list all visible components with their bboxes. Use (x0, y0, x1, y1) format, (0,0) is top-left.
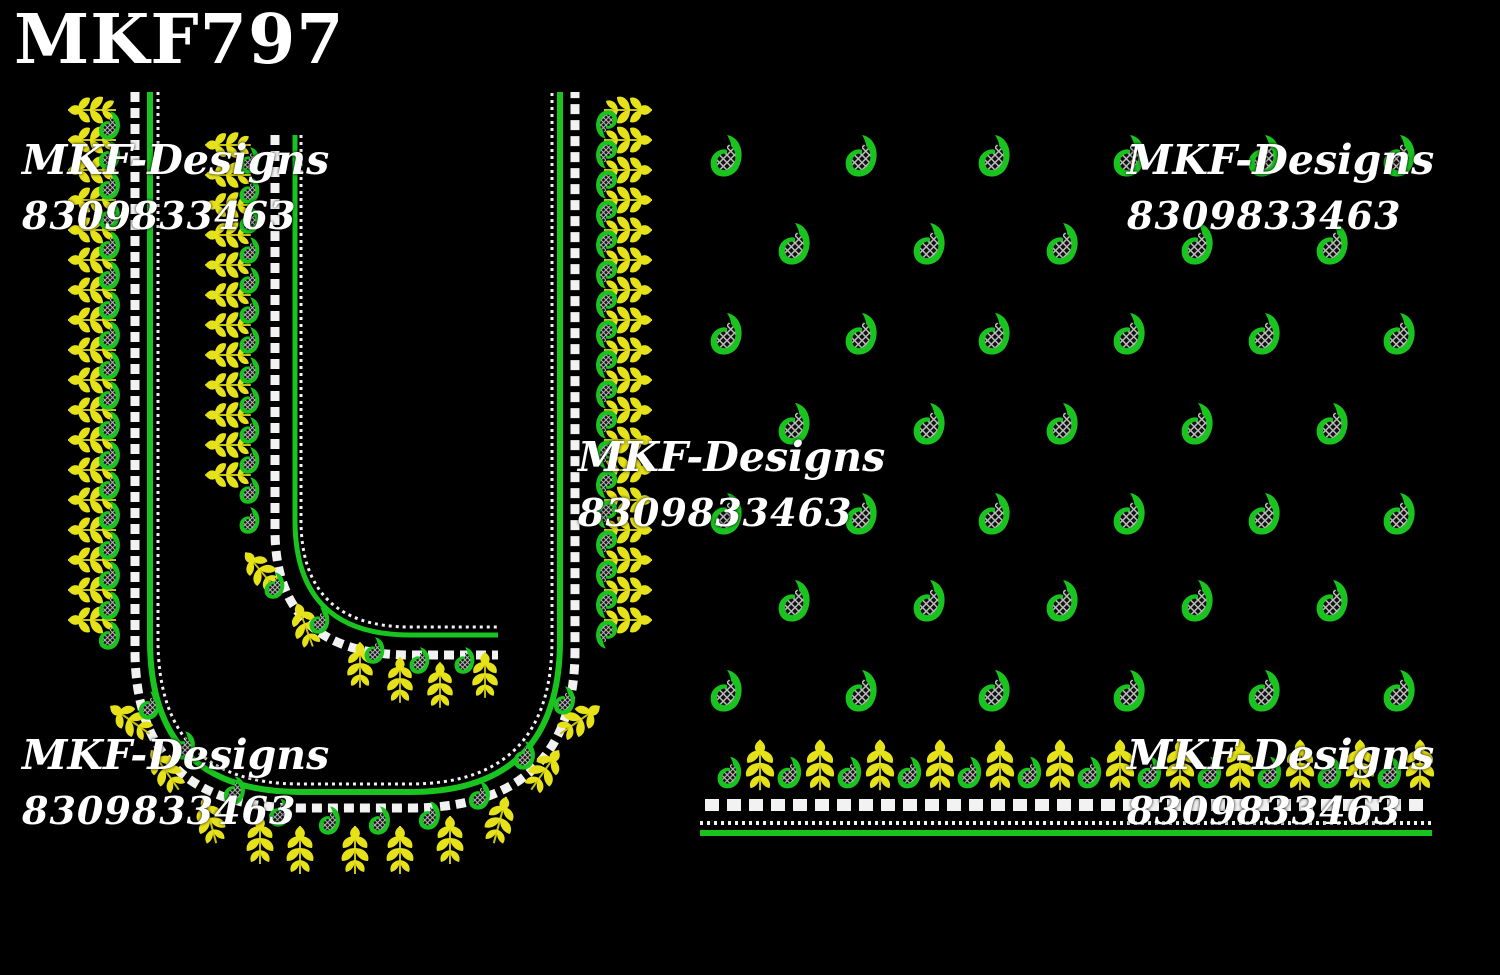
paisley-icon (1046, 580, 1078, 622)
paisley-icon (710, 313, 742, 355)
paisley-icon (1181, 580, 1213, 622)
paisley-icon (1046, 223, 1078, 265)
paisley-icon (596, 620, 618, 649)
watermark-phone: 8309833463 (1127, 788, 1402, 833)
inner-star-stitch (299, 135, 498, 629)
paisley-icon (845, 313, 877, 355)
leaf-icon (744, 738, 776, 792)
paisley-icon (837, 756, 862, 789)
leaf-icon (386, 656, 414, 704)
outer-star-stitch (156, 92, 554, 786)
paisley-icon (710, 135, 742, 177)
watermark-brand: MKF-Designs (1127, 136, 1435, 184)
watermark-bottom-left: MKF-Designs 8309833463 (22, 735, 329, 830)
paisley-icon (777, 756, 802, 789)
leaf-icon (804, 738, 836, 792)
watermark-center: MKF-Designs 8309833463 (578, 437, 885, 532)
leaf-icon (385, 825, 415, 875)
watermark-top-right: MKF-Designs 8309833463 (1127, 140, 1434, 235)
paisley-icon (1113, 493, 1145, 535)
leaf-icon (984, 738, 1016, 792)
paisley-icon (845, 670, 877, 712)
watermark-phone: 8309833463 (22, 193, 297, 238)
paisley-icon (1248, 313, 1280, 355)
outer-green-line (147, 92, 563, 795)
paisley-icon (778, 223, 810, 265)
watermark-brand: MKF-Designs (1127, 731, 1435, 779)
paisley-icon (1077, 756, 1102, 789)
watermark-phone: 8309833463 (578, 490, 853, 535)
paisley-icon (897, 756, 922, 789)
paisley-icon (717, 756, 742, 789)
watermark-brand: MKF-Designs (578, 433, 886, 481)
paisley-icon (1316, 403, 1348, 445)
leaf-icon (1044, 738, 1076, 792)
paisley-icon (1248, 670, 1280, 712)
paisley-icon (913, 403, 945, 445)
paisley-icon (710, 670, 742, 712)
paisley-icon (1383, 313, 1415, 355)
paisley-icon (913, 223, 945, 265)
paisley-icon (978, 670, 1010, 712)
paisley-icon (364, 637, 385, 664)
paisley-icon (845, 135, 877, 177)
watermark-brand: MKF-Designs (22, 731, 330, 779)
leaf-icon (426, 661, 454, 709)
paisley-icon (778, 580, 810, 622)
inner-green-line (292, 135, 498, 638)
paisley-icon (239, 507, 260, 534)
paisley-icon (1383, 670, 1415, 712)
paisley-icon (1181, 403, 1213, 445)
leaf-icon (67, 95, 117, 125)
leaf-icon (435, 815, 465, 865)
paisley-icon (978, 493, 1010, 535)
paisley-icon (957, 756, 982, 789)
watermark-bottom-right: MKF-Designs 8309833463 (1127, 735, 1434, 830)
watermark-brand: MKF-Designs (22, 136, 330, 184)
paisley-icon (1046, 403, 1078, 445)
paisley-icon (1113, 670, 1145, 712)
paisley-icon (138, 691, 160, 720)
paisley-icon (1316, 580, 1348, 622)
leaf-icon (340, 825, 370, 875)
paisley-icon (1383, 493, 1415, 535)
leaf-icon (864, 738, 896, 792)
paisley-icon (1113, 313, 1145, 355)
watermark-top-left: MKF-Designs 8309833463 (22, 140, 329, 235)
paisley-icon (1017, 756, 1042, 789)
leaf-icon (924, 738, 956, 792)
watermark-phone: 8309833463 (22, 788, 297, 833)
paisley-icon (1248, 493, 1280, 535)
watermark-phone: 8309833463 (1127, 193, 1402, 238)
design-code: MKF797 (14, 0, 345, 80)
paisley-icon (978, 313, 1010, 355)
leaf-icon (285, 825, 315, 875)
paisley-icon (309, 607, 330, 634)
paisley-icon (978, 135, 1010, 177)
border-green-line (700, 830, 1432, 836)
paisley-icon (913, 580, 945, 622)
